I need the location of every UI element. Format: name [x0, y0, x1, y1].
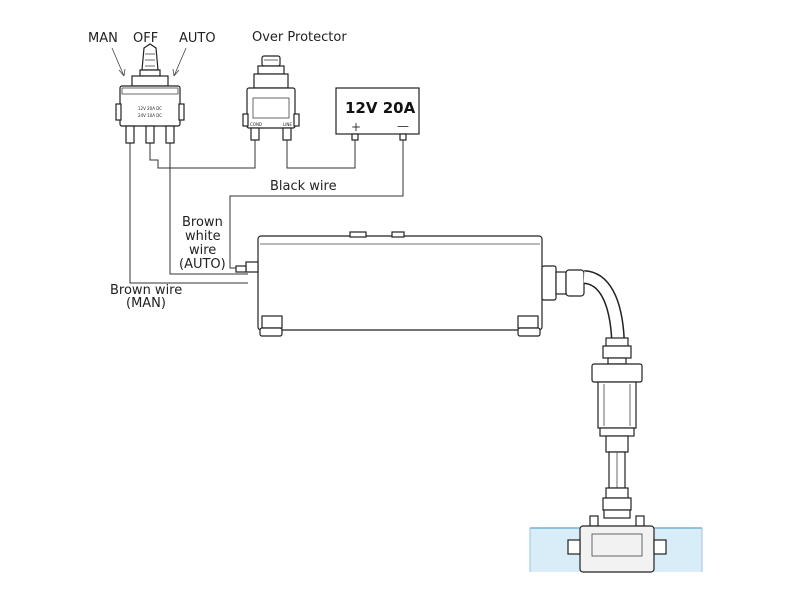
strainer-body [579, 525, 655, 573]
battery-body [335, 87, 420, 135]
switch-terminal-middle [145, 125, 155, 144]
over-protector: Over Protector COND LINE [242, 30, 347, 141]
brown-white-wire-auto [169, 143, 248, 275]
svg-text:(MAN): (MAN) [126, 296, 166, 311]
switch-to-protector-wire [149, 140, 256, 169]
control-box [235, 231, 585, 337]
brown-wire-label: Brown wire (MAN) [110, 283, 182, 311]
black-wire-label: Black wire [270, 179, 337, 194]
switch-rating-2: 24V 10A DC [138, 113, 162, 118]
hose-assembly [582, 270, 643, 511]
switch-label-man: MAN [88, 31, 118, 46]
battery: 12V 20A + — [335, 87, 420, 141]
protector-label: Over Protector [252, 30, 347, 45]
switch-terminal-left [125, 125, 135, 144]
battery-label: 12V 20A [345, 99, 416, 117]
switch-terminal-right [165, 125, 175, 144]
protector-term-left: COND [250, 122, 262, 127]
toggle-switch: 12V 20A DC 24V 10A DC MAN OFF AUTO [88, 31, 216, 144]
svg-text:wire: wire [189, 243, 216, 258]
battery-plus: + [351, 120, 361, 134]
switch-label-auto: AUTO [179, 31, 216, 46]
switch-label-off: OFF [133, 31, 158, 46]
brown-wire-man [129, 143, 248, 284]
protector-to-battery-wire [286, 140, 356, 169]
svg-text:Brown: Brown [182, 215, 223, 230]
filter-housing [591, 363, 643, 383]
svg-text:(AUTO): (AUTO) [179, 257, 226, 272]
switch-rating-1: 12V 20A DC [138, 106, 162, 111]
strainer [567, 509, 667, 573]
control-box-body [257, 235, 543, 331]
svg-text:Brown wire: Brown wire [110, 283, 182, 298]
switch-lever [141, 43, 159, 71]
svg-text:white: white [185, 229, 221, 244]
brown-white-wire-label: Brown white wire (AUTO) [179, 215, 226, 272]
protector-term-right: LINE [283, 122, 292, 127]
battery-minus: — [397, 119, 409, 133]
